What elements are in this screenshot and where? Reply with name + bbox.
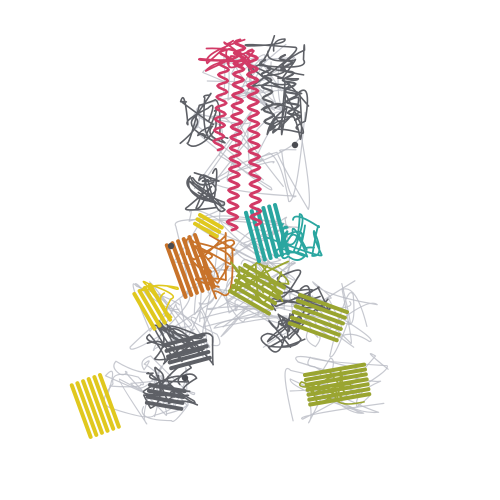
teal-strand — [261, 206, 279, 259]
gray-coil — [188, 180, 226, 207]
gray-strand — [147, 388, 186, 399]
olive-strand — [303, 367, 367, 382]
olive-strand — [303, 362, 367, 377]
gray-coil — [272, 89, 309, 141]
gray-strand — [167, 350, 211, 365]
gray-coil — [179, 92, 216, 145]
teal-strand — [244, 210, 261, 264]
olive-strand — [228, 289, 271, 316]
olive-strand — [240, 268, 283, 295]
faint-coil — [188, 201, 282, 294]
olive-strand — [243, 263, 286, 290]
olive-strand — [237, 273, 280, 300]
yellow-strand — [81, 379, 104, 435]
orange-strand — [193, 233, 216, 289]
gray-strand — [164, 338, 208, 353]
ion-sphere — [181, 374, 189, 382]
gray-coil — [142, 372, 190, 397]
yellow-strand — [195, 217, 222, 234]
faint-coil — [113, 360, 168, 418]
olive-domain-ribbon — [228, 260, 372, 407]
olive-strand — [234, 278, 277, 306]
orange-strand — [176, 239, 199, 295]
faint-coil — [104, 367, 189, 422]
yellow-strand — [198, 213, 224, 230]
teal-strand — [255, 207, 273, 260]
crimson-helix-ribbon — [197, 38, 263, 232]
gray-coil — [260, 318, 306, 348]
gray-coil — [258, 44, 306, 76]
gray-strand — [163, 332, 206, 347]
crimson-coil — [197, 48, 254, 73]
yellow-strand — [69, 383, 93, 439]
orange-coil — [194, 232, 227, 288]
olive-strand — [298, 293, 349, 315]
yellow-domain-ribbon — [69, 213, 224, 439]
yellow-strand — [142, 286, 167, 325]
gray-coil — [197, 109, 229, 144]
teal-coil — [266, 215, 323, 257]
olive-strand — [289, 315, 341, 337]
olive-strand — [295, 298, 347, 320]
faint-coil — [144, 283, 193, 332]
orange-domain-ribbon — [164, 232, 236, 300]
gray-strand — [169, 355, 212, 371]
faint-coil — [103, 373, 175, 418]
orange-coil — [200, 234, 236, 300]
gray-helix — [259, 58, 276, 132]
yellow-strand — [98, 373, 121, 429]
gray-strand — [166, 344, 209, 359]
gray-coil — [272, 91, 305, 135]
crimson-helix — [245, 48, 263, 227]
faint-coil — [206, 262, 296, 323]
gray-helix — [278, 53, 302, 122]
crimson-helix — [212, 48, 231, 152]
gray-coil — [184, 174, 218, 211]
olive-strand — [291, 309, 343, 331]
ion-sphere — [167, 242, 175, 250]
crimson-coil — [205, 38, 246, 66]
yellow-strand — [132, 292, 157, 331]
gray-coil — [153, 321, 205, 361]
ion-spheres — [167, 141, 299, 382]
orange-strand — [164, 243, 188, 299]
yellow-strand — [92, 375, 116, 431]
gray-strand — [145, 394, 185, 405]
ion-sphere — [291, 141, 299, 149]
faint-coil — [152, 292, 221, 351]
olive-coil — [313, 366, 352, 404]
yellow-strand — [193, 221, 219, 239]
orange-strand — [181, 237, 205, 293]
gray-coil — [179, 96, 215, 126]
orange-strand — [187, 235, 211, 291]
faint-coil — [336, 353, 389, 414]
yellow-strand — [137, 289, 162, 328]
olive-strand — [293, 304, 345, 326]
olive-strand — [231, 283, 274, 311]
orange-strand — [170, 241, 194, 297]
yellow-coil — [140, 284, 179, 309]
gray-strand — [148, 383, 187, 394]
teal-strand — [273, 203, 290, 256]
yellow-strand — [86, 377, 110, 433]
crimson-helix — [225, 38, 247, 232]
gray-strand — [144, 400, 184, 411]
olive-strand — [287, 321, 339, 343]
olive-coil — [308, 374, 365, 405]
yellow-strand — [75, 381, 99, 437]
faint-coil — [203, 261, 296, 328]
gray-coil — [186, 98, 221, 147]
teal-domain-ribbon — [244, 203, 323, 264]
teal-strand — [267, 204, 285, 257]
